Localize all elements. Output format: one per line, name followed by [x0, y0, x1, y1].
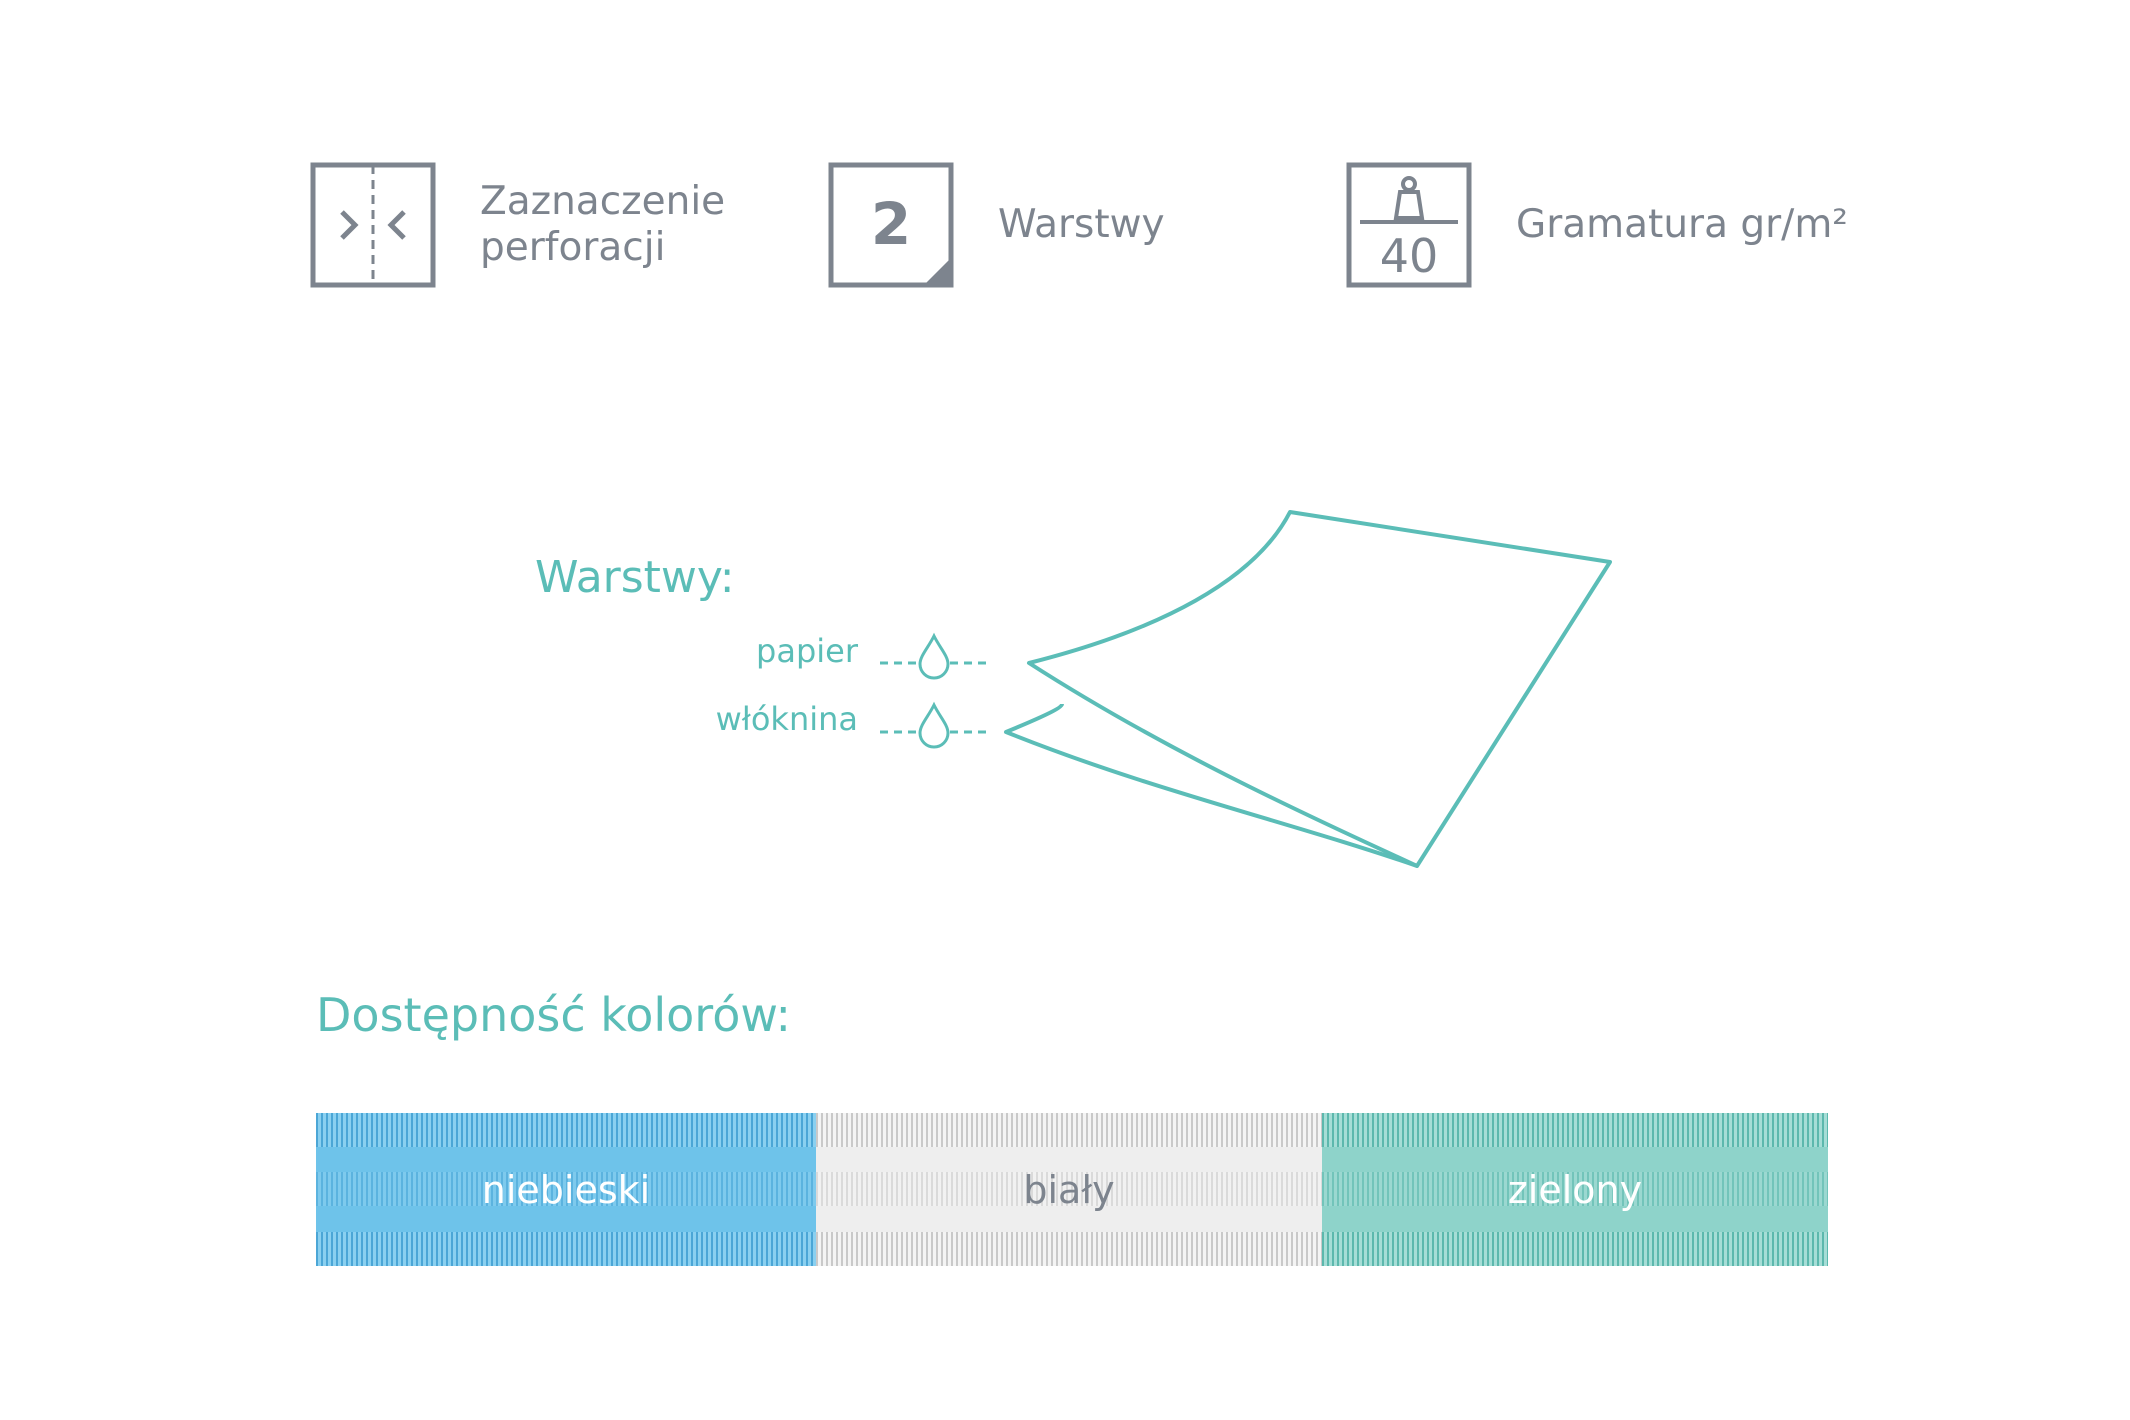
feature-layers: 2 Warstwy [828, 162, 1165, 288]
swatch-blue: niebieski [316, 1113, 816, 1266]
swatch-green: zielony [1322, 1113, 1828, 1266]
weight-value: 40 [1380, 229, 1439, 283]
layer-label-paper: papier [756, 632, 858, 670]
layers-count-value: 2 [871, 190, 911, 258]
feature-perforation-label: Zaznaczenie perforacji [480, 179, 726, 270]
feature-perforation: Zaznaczenie perforacji [310, 162, 725, 288]
layers-title: Warstwy: [535, 552, 735, 603]
droplet-icon [918, 701, 950, 749]
perforation-icon [310, 162, 436, 288]
swatch-white: biały [816, 1113, 1322, 1266]
sheet-nonwoven [1004, 703, 1418, 868]
swatch-white-label: biały [1023, 1167, 1115, 1212]
swatch-green-label: zielony [1507, 1167, 1643, 1212]
feature-weight: 40 Gramatura gr/m² [1346, 162, 1848, 288]
feature-layers-label: Warstwy [998, 202, 1165, 247]
color-swatches: niebieski biały zielony [316, 1113, 1828, 1266]
swatch-blue-label: niebieski [481, 1167, 651, 1212]
droplet-icon [918, 632, 950, 680]
layers-count-icon: 2 [828, 162, 954, 288]
sheet-paper [1027, 510, 1612, 868]
colors-title: Dostępność kolorów: [316, 988, 791, 1042]
weight-icon: 40 [1346, 162, 1472, 288]
feature-weight-label: Gramatura gr/m² [1516, 202, 1848, 247]
layer-label-nonwoven: włóknina [715, 700, 858, 738]
